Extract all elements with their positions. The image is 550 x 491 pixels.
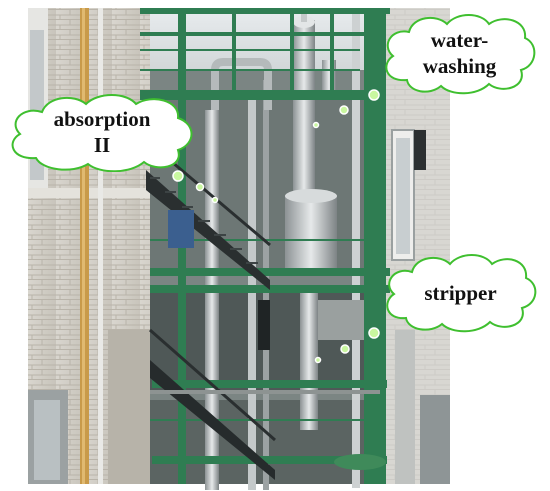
label-absorption-line1: absorption	[53, 107, 151, 131]
label-absorption-line2: II	[93, 133, 111, 157]
label-stripper: stripper	[424, 281, 497, 305]
tank	[285, 195, 337, 270]
tower-main	[293, 20, 315, 200]
callout-absorption: absorption II	[2, 92, 202, 172]
cloud-shape	[386, 254, 537, 333]
callout-stripper: stripper	[378, 252, 543, 334]
cloud-shape	[11, 94, 193, 172]
cloud-shape	[385, 14, 536, 95]
callout-water-washing: water- washing	[377, 10, 542, 96]
label-water-washing-line2: washing	[422, 54, 497, 78]
label-water-washing-line1: water-	[430, 28, 489, 52]
marker-points	[172, 89, 380, 364]
